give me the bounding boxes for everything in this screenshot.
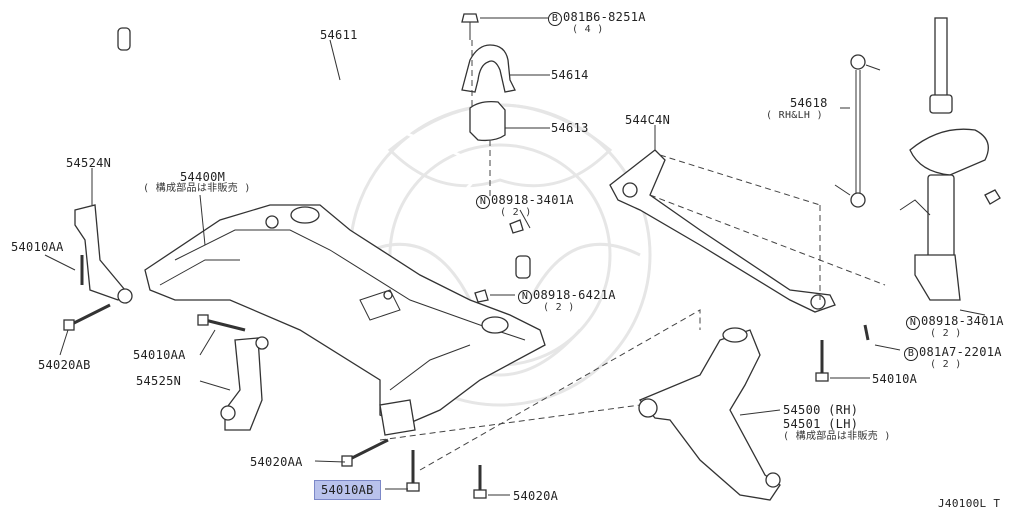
qty-081a7-2201a: ( 2 ) xyxy=(930,359,962,370)
label-54524n: 54524N xyxy=(66,156,112,170)
stabilizer-link xyxy=(834,54,881,208)
strut-assembly xyxy=(899,17,1001,301)
label-54020ab: 54020AB xyxy=(38,358,91,372)
reinforcement-bar xyxy=(609,149,886,313)
label-54618: 54618 xyxy=(790,96,828,110)
label-54614: 54614 xyxy=(551,68,589,82)
label-544c4n: 544C4N xyxy=(625,113,671,127)
label-54525n: 54525N xyxy=(136,374,182,388)
leader-lines xyxy=(44,17,986,496)
qty-081b6-8251a: ( 4 ) xyxy=(572,24,604,35)
note-54400m: ( 構成部品は非販売 ) xyxy=(143,183,251,194)
bracket-54525n xyxy=(220,336,269,431)
lower-control-arm xyxy=(379,309,781,501)
label-54400m: 54400M xyxy=(180,170,226,184)
qty-08918-3401a-mid: ( 2 ) xyxy=(500,207,532,218)
bolt-b-symbol: B xyxy=(904,347,918,361)
nut-n-symbol: N xyxy=(906,316,920,330)
label-54501: 54501 (LH) xyxy=(783,417,859,431)
bushing-clamp xyxy=(461,13,516,200)
note-54618: ( RH&LH ) xyxy=(766,110,823,121)
diagram-id: J40100L T xyxy=(938,497,1001,510)
stabilizer-bar xyxy=(117,27,531,279)
note-54500: ( 構成部品は非販売 ) xyxy=(783,431,891,442)
label-54020aa: 54020AA xyxy=(250,455,303,469)
label-54611: 54611 xyxy=(320,28,358,42)
label-54500: 54500 (RH) xyxy=(783,403,859,417)
bolt-b-symbol: B xyxy=(548,12,562,26)
nut-n-symbol: N xyxy=(476,195,490,209)
label-54613: 54613 xyxy=(551,121,589,135)
label-54010a: 54010A xyxy=(872,372,918,386)
crossmember xyxy=(144,204,546,436)
label-54010aa-mid: 54010AA xyxy=(133,348,186,362)
label-54020a: 54020A xyxy=(513,489,559,503)
label-54010ab-highlighted[interactable]: 54010AB xyxy=(314,480,381,500)
bracket-54524n xyxy=(74,175,133,304)
qty-08918-3401a-right: ( 2 ) xyxy=(930,328,962,339)
label-54010aa-left: 54010AA xyxy=(11,240,64,254)
bolts xyxy=(63,219,870,499)
qty-08918-6421a: ( 2 ) xyxy=(543,302,575,313)
nut-n-symbol: N xyxy=(518,290,532,304)
